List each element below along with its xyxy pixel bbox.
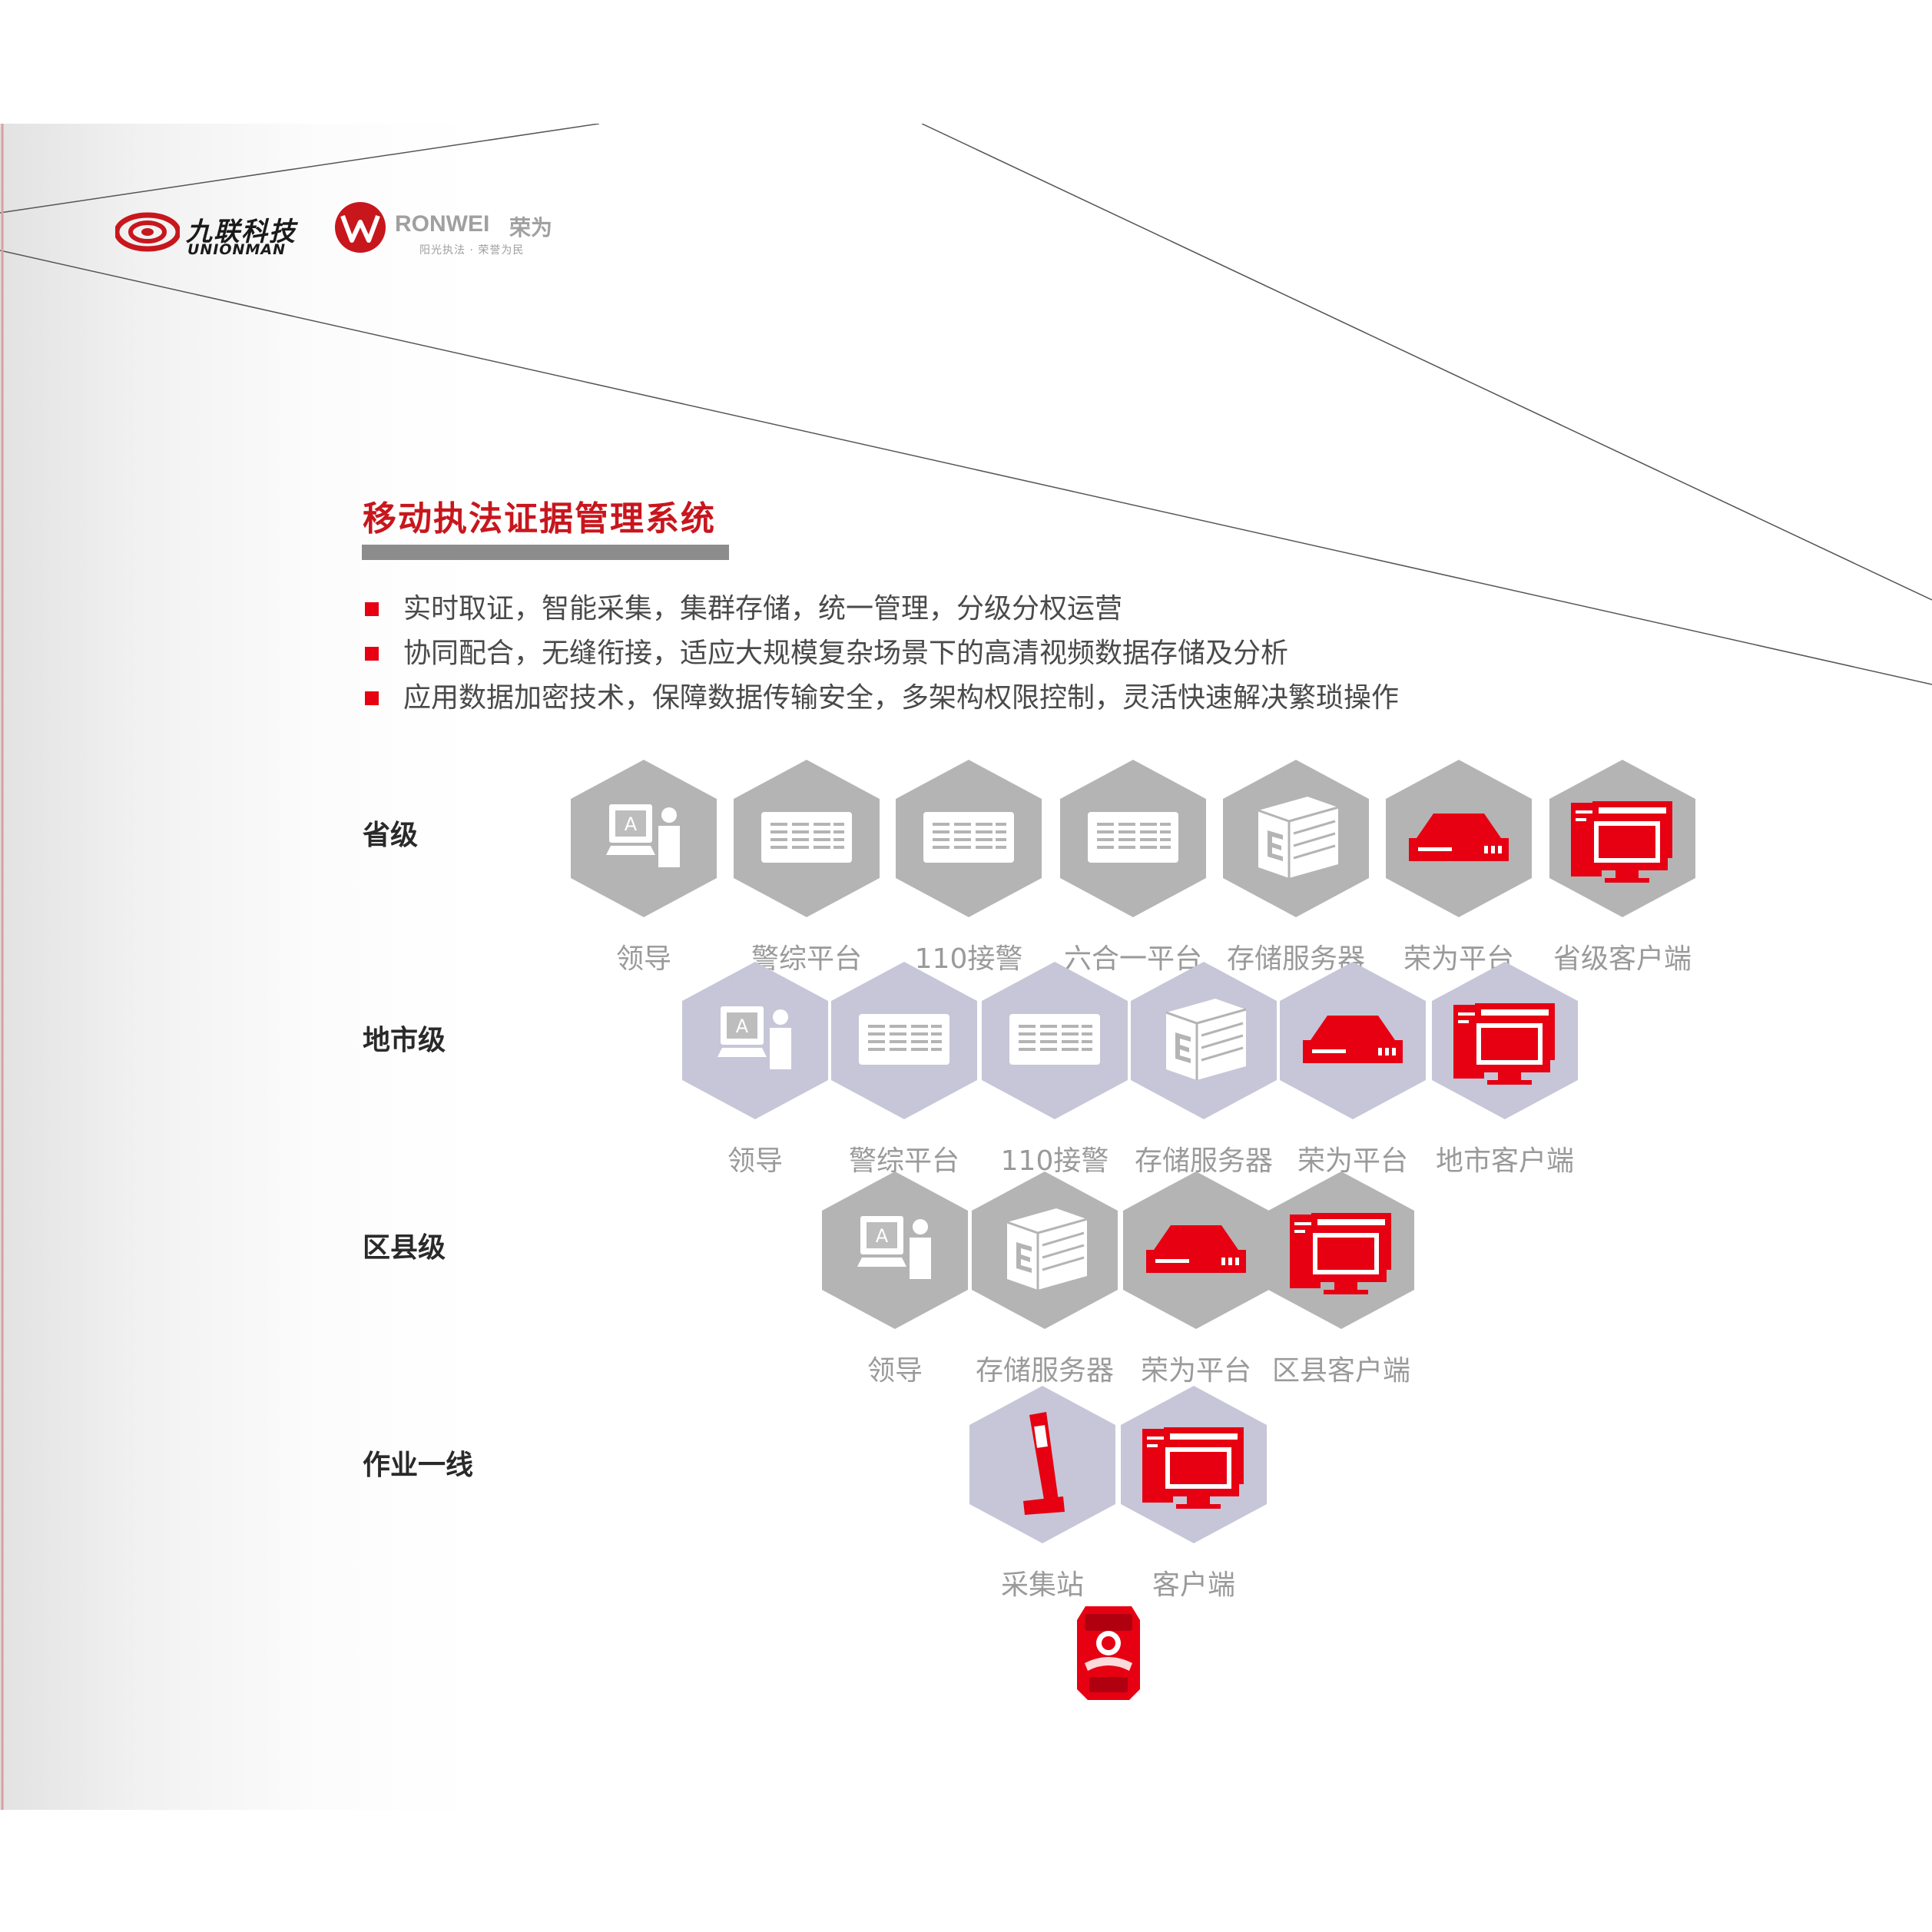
feature-text: 实时取证，智能采集，集群存储，统一管理，分级分权运营 [403, 593, 1123, 625]
unionman-name-cn: 九联科技 [186, 217, 297, 247]
client-monitor-icon [1268, 1171, 1414, 1329]
diagram-node: 地市客户端 [1432, 962, 1578, 1177]
unionman-logo: 九联科技 UNIONMAN [115, 206, 315, 267]
node-label: 省级客户端 [1553, 943, 1692, 975]
node-label: 区县客户端 [1271, 1355, 1410, 1387]
client-monitor-icon [1432, 962, 1578, 1119]
page-title: 移动执法证据管理系统 [363, 499, 716, 539]
diagram-node: 警综平台 [831, 962, 977, 1177]
leader-workstation-icon: A [822, 1171, 968, 1329]
svg-text:A: A [736, 1016, 749, 1037]
diagram-node: 客户端 [1121, 1386, 1267, 1601]
node-label: 领导 [867, 1355, 923, 1387]
feature-item: 实时取证，智能采集，集群存储，统一管理，分级分权运营 [365, 587, 1399, 631]
node-label: 六合一平台 [1063, 943, 1202, 975]
platform-device-icon [1386, 760, 1532, 917]
platform-device-icon [1123, 1171, 1269, 1329]
node-label: 110接警 [914, 943, 1023, 975]
node-label: 存储服务器 [975, 1355, 1114, 1387]
node-label: 荣为平台 [1140, 1355, 1251, 1387]
diagram-node: 荣为平台 [1123, 1171, 1269, 1387]
rack-server-icon [734, 760, 880, 917]
storage-server-icon [972, 1171, 1118, 1329]
feature-text: 应用数据加密技术，保障数据传输安全，多架构权限控制，灵活快速解决繁琐操作 [403, 682, 1400, 714]
feature-item: 协同配合，无缝衔接，适应大规模复杂场景下的高清视频数据存储及分析 [365, 631, 1399, 676]
diagram-node: 存储服务器 [972, 1171, 1118, 1387]
feature-text: 协同配合，无缝衔接，适应大规模复杂场景下的高清视频数据存储及分析 [403, 638, 1289, 669]
client-monitor-icon [1121, 1386, 1267, 1543]
unionman-ring-icon [115, 212, 180, 252]
svg-text:A: A [625, 814, 638, 835]
body-camera-icon [1077, 1606, 1140, 1700]
node-label: 110接警 [1000, 1145, 1109, 1177]
ronwei-name-cn: 荣为 [509, 215, 553, 240]
diagram-node: 六合一平台 [1060, 760, 1206, 975]
node-label: 警综平台 [751, 943, 862, 975]
decorative-lines [0, 124, 1932, 1810]
node-label: 领导 [615, 943, 671, 975]
unionman-name-en: UNIONMAN [187, 241, 286, 258]
bullet-square-icon [365, 691, 379, 705]
ronwei-logo: RONWEI 荣为 阳光执法 · 荣誉为民 [333, 200, 564, 270]
diagram-node: 采集站 [969, 1386, 1115, 1601]
diagram-node: 荣为平台 [1386, 760, 1532, 975]
level-label: 地市级 [363, 1025, 446, 1056]
node-label: 地市客户端 [1435, 1145, 1574, 1177]
node-label: 领导 [727, 1145, 783, 1177]
level-label: 省级 [363, 820, 419, 851]
diagram-node: A 领导 [682, 962, 828, 1177]
client-monitor-icon [1549, 760, 1695, 917]
diagram-node: 110接警 [982, 962, 1128, 1177]
diagram-node: 区县客户端 [1268, 1171, 1414, 1387]
ronwei-slogan: 阳光执法 · 荣誉为民 [419, 244, 525, 257]
node-label: 存储服务器 [1134, 1145, 1273, 1177]
bullet-square-icon [365, 602, 379, 616]
diagram-node: A 领导 [571, 760, 717, 975]
diagram-node: A 领导 [822, 1171, 968, 1387]
rack-server-icon [831, 962, 977, 1119]
bullet-square-icon [365, 647, 379, 661]
diagram-node: 110接警 [896, 760, 1042, 975]
title-underline-bar [362, 545, 729, 560]
brochure-page: 九联科技 UNIONMAN RONWEI 荣为 阳光执法 · 荣誉为民 移动执法… [0, 124, 1932, 1810]
leader-workstation-icon: A [682, 962, 828, 1119]
level-label: 作业一线 [363, 1450, 474, 1481]
rack-server-icon [982, 962, 1128, 1119]
rack-server-icon [896, 760, 1042, 917]
svg-text:A: A [876, 1225, 889, 1247]
storage-server-icon [1131, 962, 1277, 1119]
rack-server-icon [1060, 760, 1206, 917]
node-label: 客户端 [1152, 1569, 1235, 1601]
ronwei-name-en: RONWEI [395, 211, 490, 237]
feature-item: 应用数据加密技术，保障数据传输安全，多架构权限控制，灵活快速解决繁琐操作 [365, 676, 1399, 721]
level-label: 区县级 [363, 1232, 446, 1264]
platform-device-icon [1280, 962, 1426, 1119]
collection-kiosk-icon [969, 1386, 1115, 1543]
node-label: 采集站 [1000, 1569, 1084, 1601]
node-label: 警综平台 [848, 1145, 959, 1177]
diagram-node: 存储服务器 [1223, 760, 1369, 975]
diagram-node: 省级客户端 [1549, 760, 1695, 975]
leader-workstation-icon: A [571, 760, 717, 917]
diagram-node: 荣为平台 [1280, 962, 1426, 1177]
node-label: 荣为平台 [1297, 1145, 1408, 1177]
diagram-node: 警综平台 [734, 760, 880, 975]
diagram-node: 存储服务器 [1131, 962, 1277, 1177]
ronwei-rw-icon [335, 202, 386, 253]
feature-list: 实时取证，智能采集，集群存储，统一管理，分级分权运营 协同配合，无缝衔接，适应大… [365, 587, 1399, 721]
storage-server-icon [1223, 760, 1369, 917]
